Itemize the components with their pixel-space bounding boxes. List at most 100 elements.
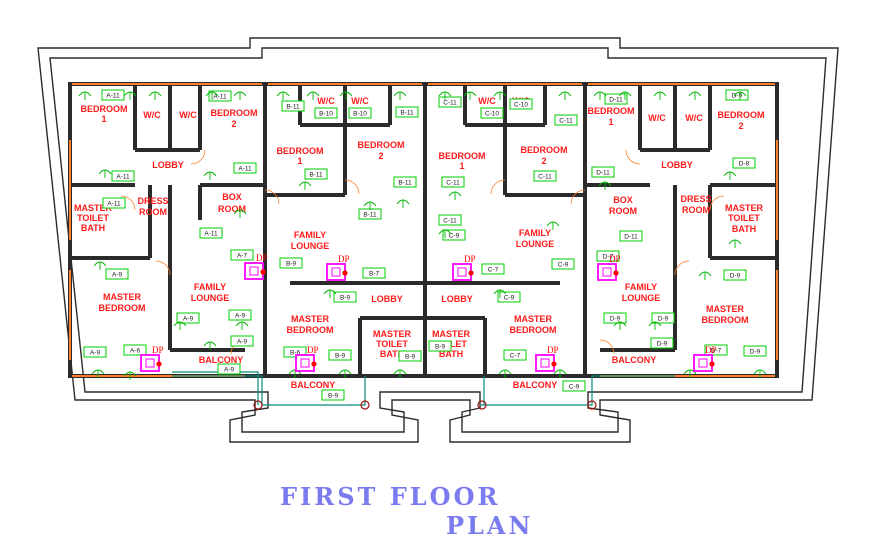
circuit-tag-label: B-10 — [319, 111, 333, 118]
room-label: ROOM — [682, 205, 710, 215]
light-fixture — [553, 369, 567, 378]
room-label: MASTER — [373, 329, 412, 339]
room-label: LOUNGE — [516, 239, 555, 249]
circuit-tag-label: A-7 — [237, 253, 248, 260]
circuit-tag-label: B-9 — [335, 353, 346, 360]
circuit-tag-label: B-11 — [363, 212, 377, 219]
room-label: 1 — [101, 114, 106, 124]
room-label: FAMILY — [625, 282, 657, 292]
outer-walls — [37, 37, 839, 443]
room-label: BEDROOM — [439, 151, 486, 161]
room-label: FAMILY — [194, 282, 226, 292]
plan-title-line1: FIRST FLOOR — [280, 482, 501, 511]
circuit-tag: C-11 — [441, 176, 465, 188]
distribution-board: DP — [535, 345, 559, 372]
room-label: W/C — [317, 96, 335, 106]
light-fixture — [306, 91, 320, 100]
light-fixture — [613, 321, 627, 330]
room-label: LOBBY — [152, 160, 184, 170]
room-label: W/C — [351, 96, 369, 106]
light-fixture — [683, 369, 697, 378]
circuit-tag: D-9 — [651, 312, 675, 324]
circuit-tag: C-9 — [551, 258, 575, 270]
room-label: BOX — [613, 195, 633, 205]
circuit-tag: C-7 — [503, 349, 527, 361]
circuit-tag-label: C-7 — [488, 267, 499, 274]
light-fixture — [91, 369, 105, 378]
light-fixture — [363, 201, 377, 210]
light-fixture — [493, 91, 507, 100]
circuit-tag: B-10 — [314, 107, 338, 119]
circuit-tag: A-9 — [217, 363, 241, 375]
plan-title-line2: PLAN — [446, 511, 534, 540]
circuit-tag: B-11 — [281, 100, 305, 112]
circuit-tag-label: A-11 — [106, 93, 120, 100]
circuit-tag: A-11 — [102, 197, 126, 209]
room-label: BATH — [439, 349, 463, 359]
light-fixture — [148, 91, 162, 100]
distribution-board: DP — [597, 254, 621, 281]
room-label: BEDROOM — [588, 106, 635, 116]
circuit-tag-label: D-11 — [624, 234, 638, 241]
light-fixture — [618, 91, 632, 100]
room-label: DRESS — [137, 196, 168, 206]
circuit-tag-label: C-9 — [569, 384, 580, 391]
light-fixture — [493, 289, 507, 298]
circuit-tag: A-11 — [233, 162, 257, 174]
circuit-tag: C-11 — [533, 170, 557, 182]
circuit-tag: D-9 — [603, 312, 627, 324]
light-fixture — [338, 369, 352, 378]
room-label: LOBBY — [441, 294, 473, 304]
room-label: BEDROOM — [718, 110, 765, 120]
circuit-tag-label: C-11 — [559, 118, 573, 125]
room-label: LOUNGE — [622, 293, 661, 303]
circuit-tag-label: A-9 — [237, 339, 248, 346]
room-label: MASTER — [432, 329, 471, 339]
distribution-board: DP — [244, 253, 268, 280]
light-fixture — [753, 369, 767, 378]
light-fixture — [233, 91, 247, 100]
light-fixture — [276, 91, 290, 100]
circuit-tag-label: D-11 — [609, 97, 623, 104]
circuit-tag-label: A-11 — [204, 231, 218, 238]
light-fixture — [203, 341, 217, 350]
circuit-tag: B-11 — [395, 106, 419, 118]
circuit-tag: D-11 — [591, 166, 615, 178]
room-label: BEDROOM — [99, 303, 146, 313]
circuit-tag: A-9 — [176, 312, 200, 324]
light-fixture — [463, 91, 477, 100]
dp-label: DP — [152, 345, 164, 355]
circuit-tag: D-7 — [704, 344, 728, 356]
circuit-tag-label: B-9 — [340, 295, 351, 302]
room-label: LOBBY — [661, 160, 693, 170]
circuit-tag-label: D-9 — [658, 316, 669, 323]
room-label: BATH — [380, 349, 404, 359]
light-fixture — [698, 271, 712, 280]
circuit-tag: B-9 — [333, 291, 357, 303]
circuit-tag: C-11 — [554, 114, 578, 126]
circuit-tag-label: B-9 — [328, 393, 339, 400]
room-label: LOUNGE — [191, 293, 230, 303]
dp-label: DP — [307, 345, 319, 355]
room-label: MASTER — [514, 314, 553, 324]
light-fixture — [323, 289, 337, 298]
light-fixture — [593, 91, 607, 100]
circuit-tag: B-7 — [362, 267, 386, 279]
circuit-tag: B-10 — [348, 107, 372, 119]
circuit-tag: B-9 — [398, 350, 422, 362]
circuit-tag-label: A-9 — [183, 316, 194, 323]
light-fixture — [288, 369, 302, 378]
room-label: BALCONY — [291, 380, 336, 390]
circuit-tag: A-11 — [208, 90, 232, 102]
distribution-board: DP — [452, 254, 476, 281]
light-fixture — [93, 261, 107, 270]
room-label: 2 — [738, 121, 743, 131]
circuit-tag: D-9 — [725, 89, 749, 101]
circuit-tag: D-9 — [723, 269, 747, 281]
room-label: BEDROOM — [358, 140, 405, 150]
circuit-tag-label: D-7 — [603, 254, 614, 261]
circuit-tag: C-9 — [442, 229, 466, 241]
light-fixture — [339, 91, 353, 100]
room-label: TOILET — [728, 213, 760, 223]
